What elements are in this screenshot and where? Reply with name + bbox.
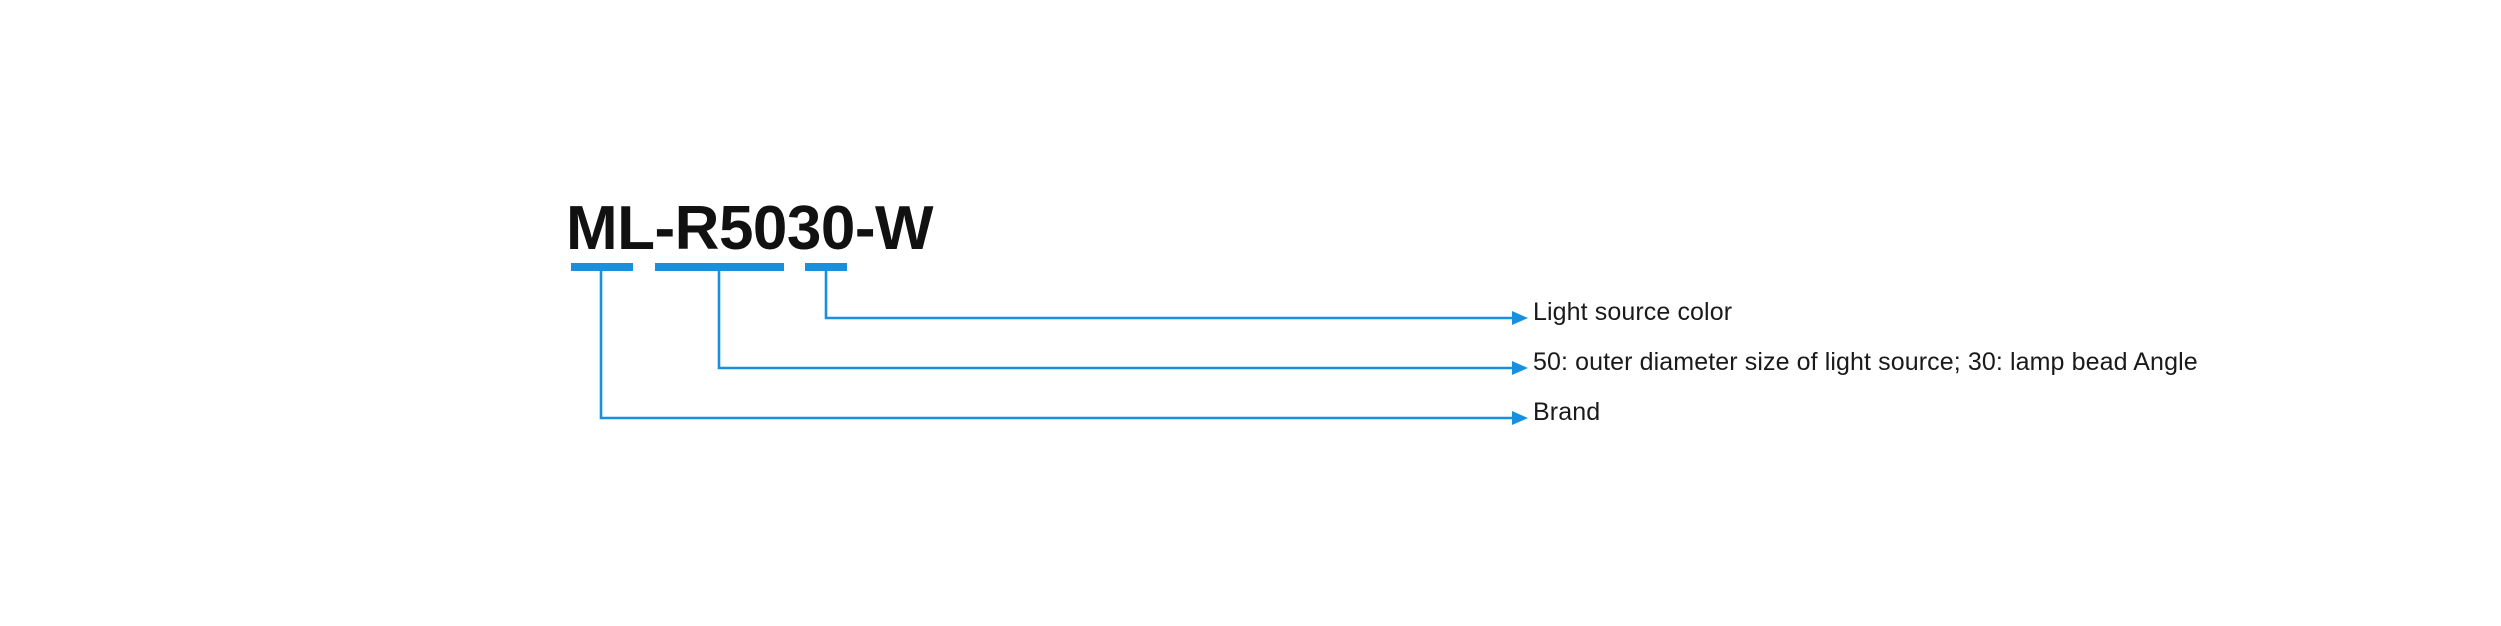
segment-underline-color: [805, 263, 847, 271]
arrowhead-size-icon: [1512, 361, 1528, 375]
segment-underline-brand: [571, 263, 633, 271]
callout-label-size-and-angle: 50: outer diameter size of light source;…: [1533, 348, 2198, 376]
product-model-code: ML-R5030-W: [566, 194, 934, 263]
callout-label-light-source-color: Light source color: [1533, 298, 1733, 326]
leader-line-color: [824, 266, 1512, 320]
arrowhead-brand-icon: [1512, 411, 1528, 425]
leader-line-size: [717, 266, 1512, 370]
leader-line-brand: [599, 266, 1512, 420]
callout-label-brand: Brand: [1533, 398, 1601, 426]
arrowhead-color-icon: [1512, 311, 1528, 325]
segment-underline-size: [655, 263, 784, 271]
